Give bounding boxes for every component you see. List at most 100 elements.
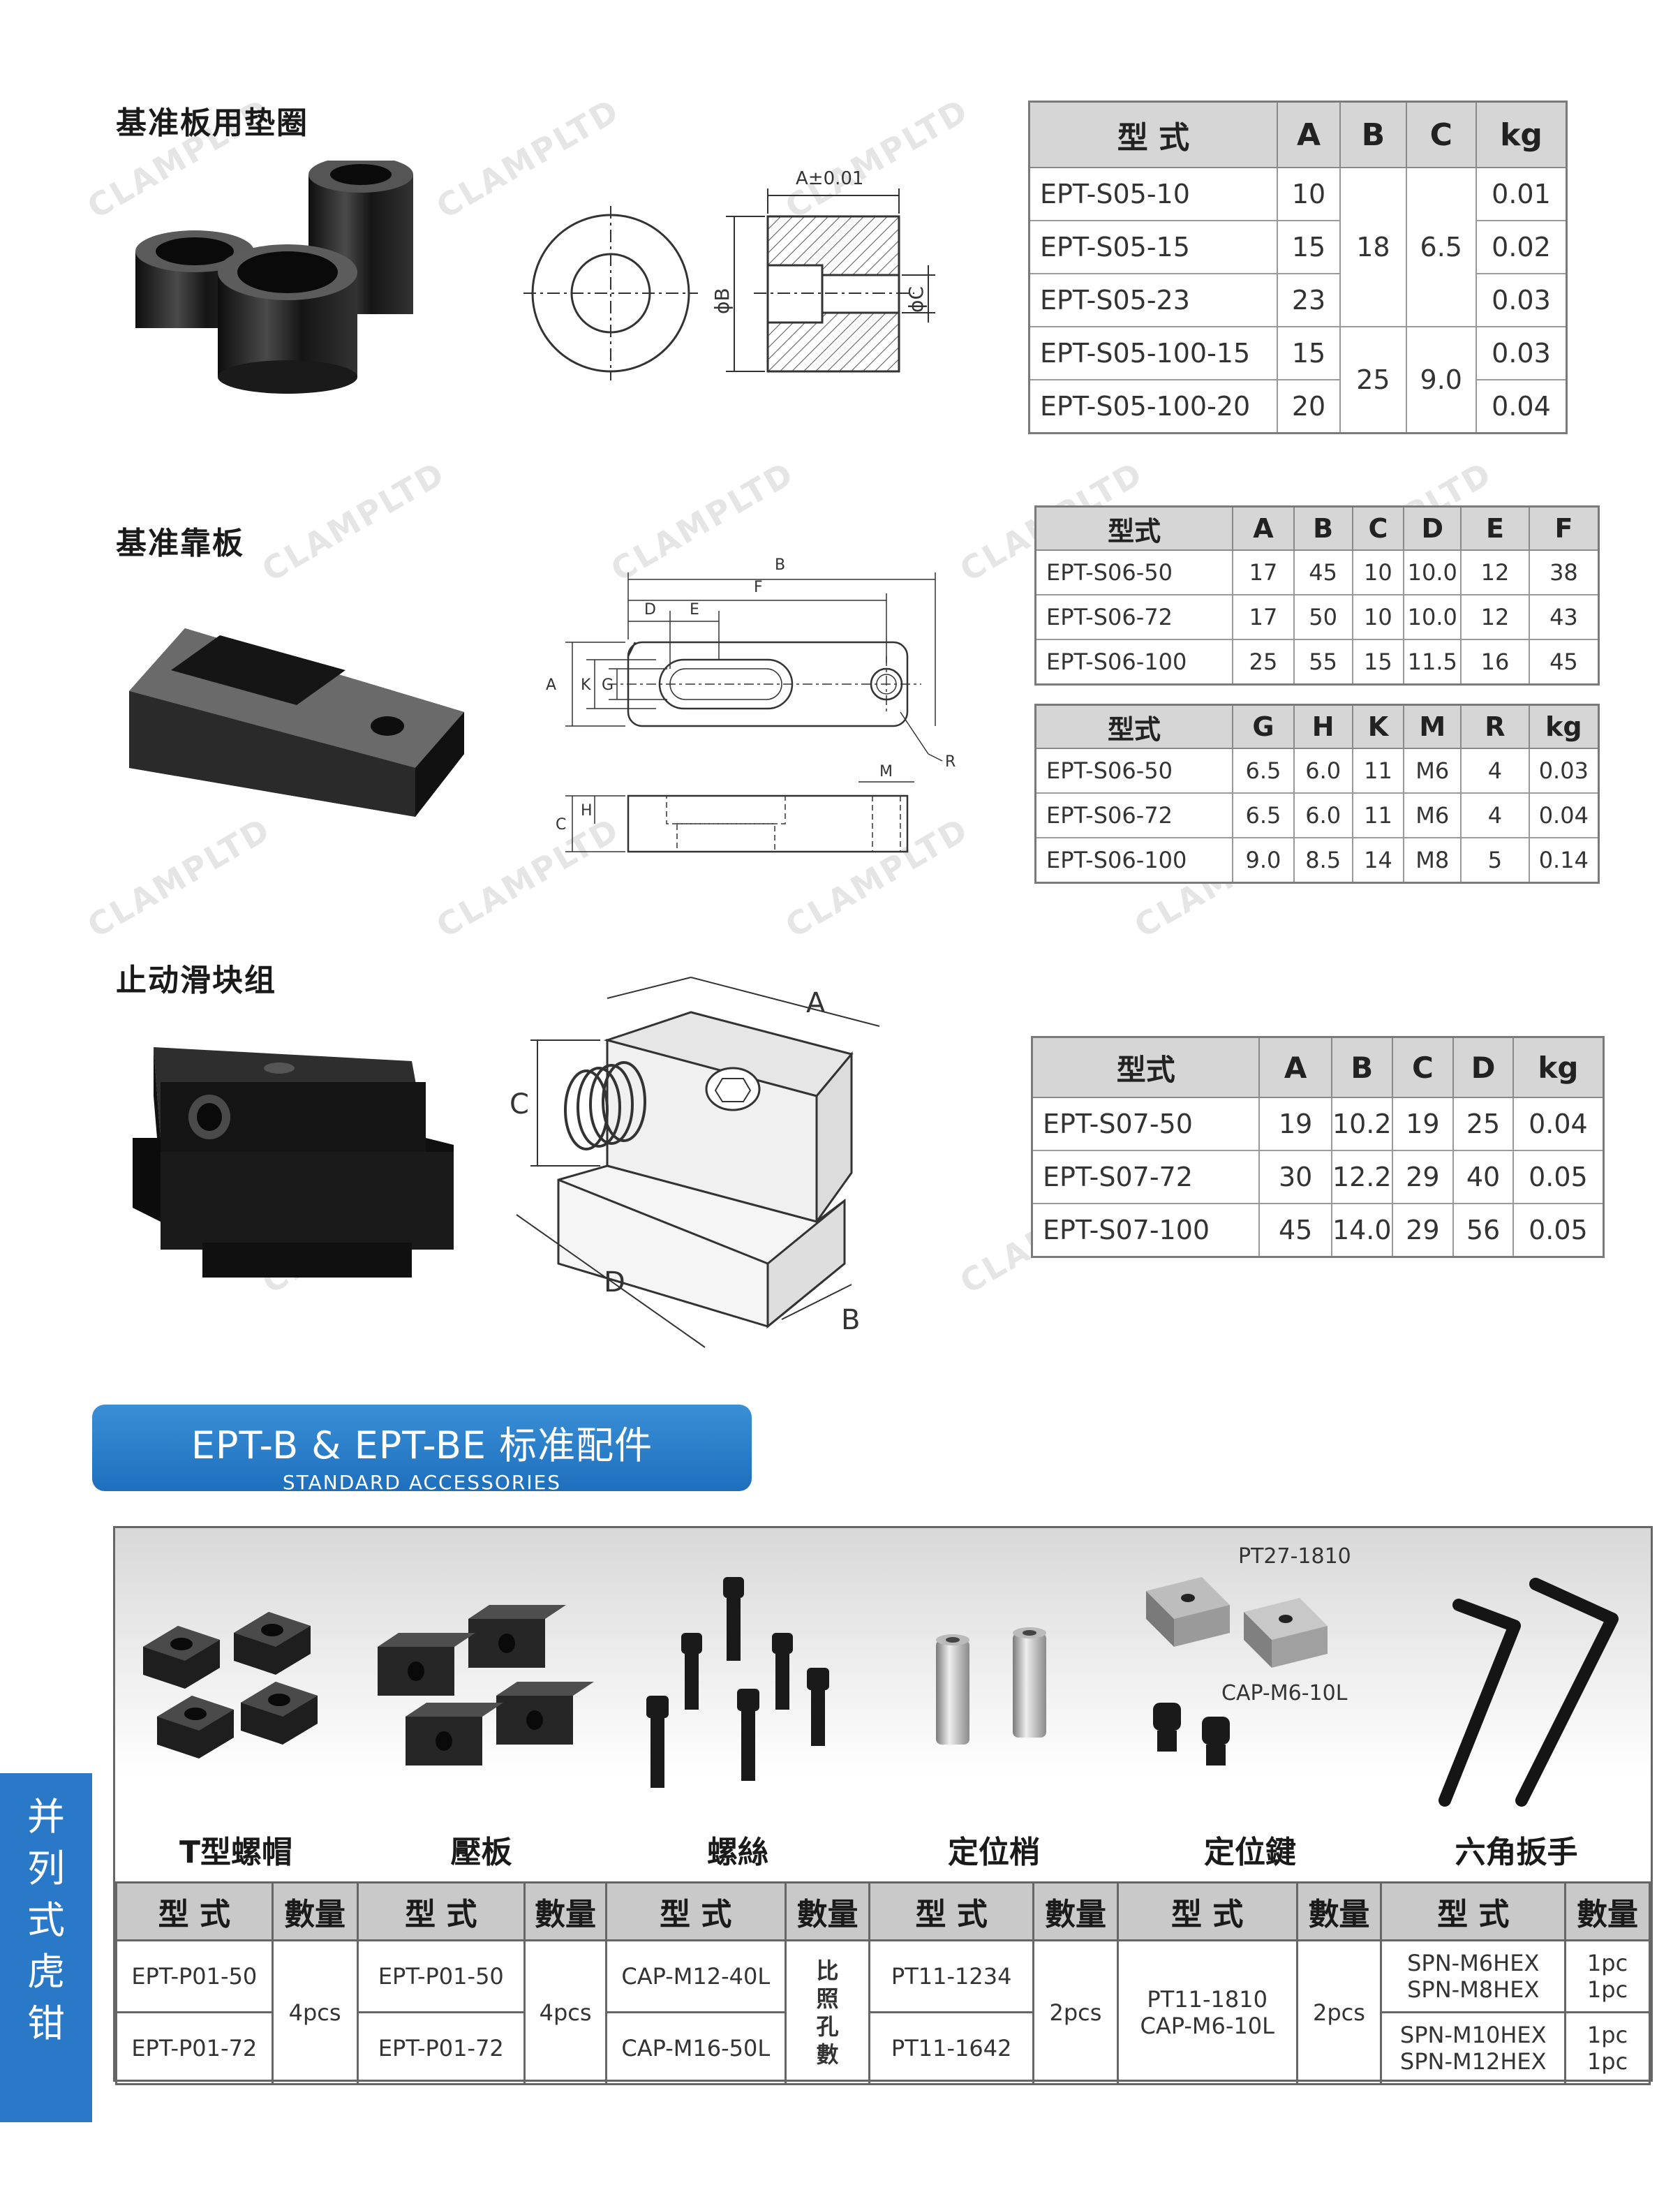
value-cell: 16 [1460,639,1530,686]
col-header: A [1276,101,1341,168]
side-tab-char: 并 [27,1795,65,1839]
accessory-key-cell: PT27-1810 CAP-M6-10L 定位鍵 [1118,1528,1384,1881]
dim-a-tolerance: A±0.01 [796,168,863,189]
dim-r-label: R [945,753,956,771]
dim-m-label: M [879,763,893,780]
model-cell: EPT-S06-72 [1034,594,1234,640]
col-header: 型式 [1031,1036,1261,1098]
side-tab-char: 列 [27,1846,65,1890]
model-cell: CAP-M12-40L [605,1939,787,2013]
dim-a-label: A [806,987,826,1019]
col-header: A [1232,505,1295,551]
col-header: kg [1528,704,1600,749]
slider-photo [133,1040,468,1291]
accessory-name: 壓板 [450,1835,512,1870]
value-cell: 0.04 [1512,1097,1605,1151]
col-header: M [1403,704,1462,749]
value-cell: 0.05 [1512,1203,1605,1258]
value-cell: 17 [1232,549,1295,595]
value-cell: 10 [1351,594,1405,640]
locating-key-photo: PT27-1810 CAP-M6-10L [1146,1544,1351,1765]
qty-cell: 比 照 孔 數 [784,1939,871,2085]
value-cell: 0.01 [1475,167,1568,221]
value-cell: 23 [1276,273,1341,327]
plate-drawing: B F D E A K G R M C H [530,545,977,880]
model-cell: EPT-S07-72 [1031,1150,1261,1204]
model-line: PT11-1810 [1147,1985,1268,2013]
col-header: F [1528,505,1600,551]
value-cell: 0.03 [1528,748,1600,794]
qty-char: 數 [816,2041,839,2068]
value-cell: 40 [1452,1150,1514,1204]
value-cell: M8 [1403,837,1462,884]
model-cell: EPT-S05-15 [1028,220,1278,274]
model-cell: EPT-S07-100 [1031,1203,1261,1258]
value-cell: 15 [1276,326,1341,380]
col-header: E [1460,505,1530,551]
value-cell: 12 [1460,549,1530,595]
value-cell: 11 [1351,748,1405,794]
model-cell: PT11-1642 [868,2011,1035,2085]
col-header: 數量 [1564,1881,1651,1941]
value-cell: M6 [1403,792,1462,838]
qty-line: 1pc [1586,1976,1628,2003]
col-header: kg [1475,101,1568,168]
dim-d-label: D [604,1266,625,1298]
accessories-table: 型 式 數量 型 式 數量 型 式 數量 型 式 數量 型 式 數量 型 式 數… [115,1881,1651,2085]
value-cell: 0.02 [1475,220,1568,274]
value-cell: 11.5 [1403,639,1462,686]
accessories-banner: EPT-B & EPT-BE 标准配件 STANDARD ACCESSORIES [92,1405,752,1494]
dim-b-label: ϕB [711,288,734,314]
dim-c-label: C [510,1088,529,1120]
model-cell: EPT-S05-23 [1028,273,1278,327]
value-cell: 15 [1276,220,1341,274]
dim-d-label: D [644,601,656,619]
value-cell: 14 [1351,837,1405,884]
side-tab-char: 式 [27,1898,65,1942]
accessory-pin-cell: 定位梢 [870,1528,1120,1881]
qty-cell: 1pc 1pc [1564,2011,1651,2085]
value-cell: 0.05 [1512,1150,1605,1204]
col-header: 數量 [523,1881,607,1941]
qty-cell: 4pcs [271,1939,359,2085]
value-cell: 8.5 [1293,837,1353,884]
plate-photo [122,614,471,824]
value-cell: 10.0 [1403,594,1462,640]
qty-line: 1pc [1586,2048,1628,2075]
value-cell: 12.2 [1330,1150,1393,1204]
accessory-screw-cell: 螺絲 [606,1528,872,1881]
col-header: D [1403,505,1462,551]
side-category-tab: 并 列 式 虎 钳 [0,1773,92,2122]
value-cell: 19 [1391,1097,1455,1151]
model-cell: EPT-S06-100 [1034,639,1234,686]
value-cell: 10.2 [1330,1097,1393,1151]
value-cell: 6.5 [1232,792,1295,838]
dim-h-label: H [581,802,593,820]
value-cell: 20 [1276,379,1341,434]
col-header: 數量 [1032,1881,1119,1941]
key-screw-label: CAP-M6-10L [1221,1681,1348,1705]
col-header: H [1293,704,1353,749]
value-cell: 10.0 [1403,549,1462,595]
value-cell: 4 [1460,792,1530,838]
value-cell: 9.0 [1405,326,1477,434]
qty-char: 孔 [816,2013,839,2040]
section-title-plate: 基准靠板 [116,526,244,561]
slider-drawing: A C D B [489,970,935,1368]
value-cell: M6 [1403,748,1462,794]
accessory-name: T型螺帽 [179,1835,292,1870]
value-cell: 38 [1528,549,1600,595]
dim-g-label: G [602,676,614,694]
qty-char: 比 [816,1957,839,1984]
accessory-wrench-cell: 六角扳手 [1382,1528,1653,1881]
col-header: B [1330,1036,1393,1098]
value-cell: 17 [1232,594,1295,640]
value-cell: 45 [1528,639,1600,686]
washer-photo [126,161,433,398]
col-header: K [1351,704,1405,749]
col-header: C [1351,505,1405,551]
model-cell: EPT-S05-10 [1028,167,1278,221]
watermark: CLAMPLTD [255,454,452,589]
col-header: D [1452,1036,1514,1098]
col-header: 型 式 [868,1881,1035,1941]
